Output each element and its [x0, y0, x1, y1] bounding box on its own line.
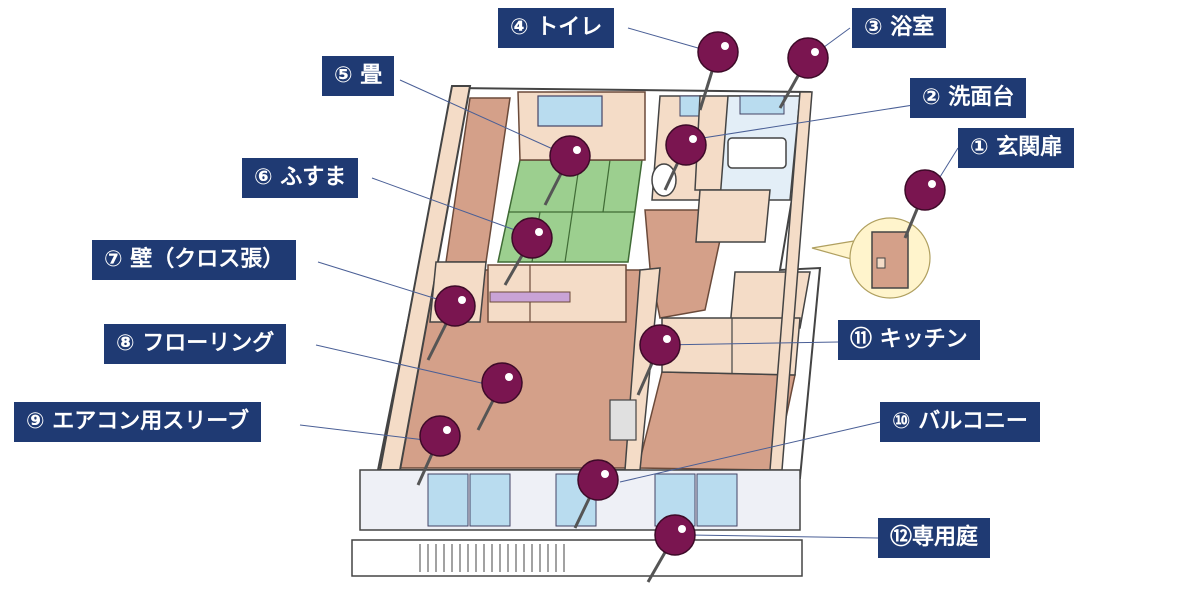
- callout-label-6: ⑥ ふすま: [242, 158, 359, 198]
- pin-highlight: [721, 42, 729, 50]
- pin-highlight: [535, 228, 543, 236]
- pin-head: [549, 135, 591, 177]
- pin-highlight: [689, 135, 697, 143]
- callout-label-3: ③ 浴室: [852, 8, 947, 48]
- storage-block: [695, 189, 771, 243]
- fence-slats: [419, 544, 565, 572]
- callout-label-11: ⑪ キッチン: [838, 320, 980, 360]
- pin-head: [904, 169, 946, 211]
- pin-highlight: [573, 146, 581, 154]
- pin-highlight: [663, 335, 671, 343]
- pin-head: [665, 124, 707, 166]
- tatami-window: [537, 95, 603, 127]
- window-pane: [469, 473, 511, 527]
- callout-label-9: ⑨ エアコン用スリーブ: [14, 402, 261, 442]
- pin-head: [654, 514, 696, 556]
- pin-highlight: [928, 180, 936, 188]
- pin-head: [481, 362, 523, 404]
- callout-label-8: ⑧ フローリング: [104, 324, 287, 364]
- pin-highlight: [443, 426, 451, 434]
- pin-highlight: [811, 48, 819, 56]
- fusuma-handle: [489, 291, 571, 303]
- callout-label-12: ⑫専用庭: [878, 518, 991, 558]
- pin-highlight: [505, 373, 513, 381]
- pin-head: [577, 459, 619, 501]
- bath-window: [739, 95, 785, 115]
- garden-fence: [351, 539, 803, 577]
- callout-label-1: ① 玄関扉: [958, 128, 1075, 168]
- tatami-seam: [564, 159, 581, 263]
- tatami-seam: [602, 159, 611, 213]
- window-pane: [696, 473, 738, 527]
- callout-label-7: ⑦ 壁（クロス張）: [92, 240, 297, 280]
- pin-highlight: [458, 296, 466, 304]
- callout-label-2: ② 洗面台: [910, 78, 1027, 118]
- leader-lines: [299, 27, 959, 539]
- callout-label-4: ④ トイレ: [498, 8, 615, 48]
- pin-highlight: [601, 470, 609, 478]
- toilet-bowl: [651, 163, 677, 197]
- sink: [609, 399, 637, 441]
- pin-head: [787, 37, 829, 79]
- pin-head: [639, 324, 681, 366]
- pin-head: [697, 31, 739, 73]
- window-pane: [427, 473, 469, 527]
- door-handle: [876, 257, 886, 269]
- toilet-window: [679, 95, 701, 117]
- bathtub: [727, 137, 787, 169]
- callout-label-5: ⑤ 畳: [322, 56, 395, 96]
- callout-label-10: ⑩ バルコニー: [880, 402, 1040, 442]
- pin-highlight: [678, 525, 686, 533]
- pin-head: [419, 415, 461, 457]
- pin-head: [434, 285, 476, 327]
- pin-head: [511, 217, 553, 259]
